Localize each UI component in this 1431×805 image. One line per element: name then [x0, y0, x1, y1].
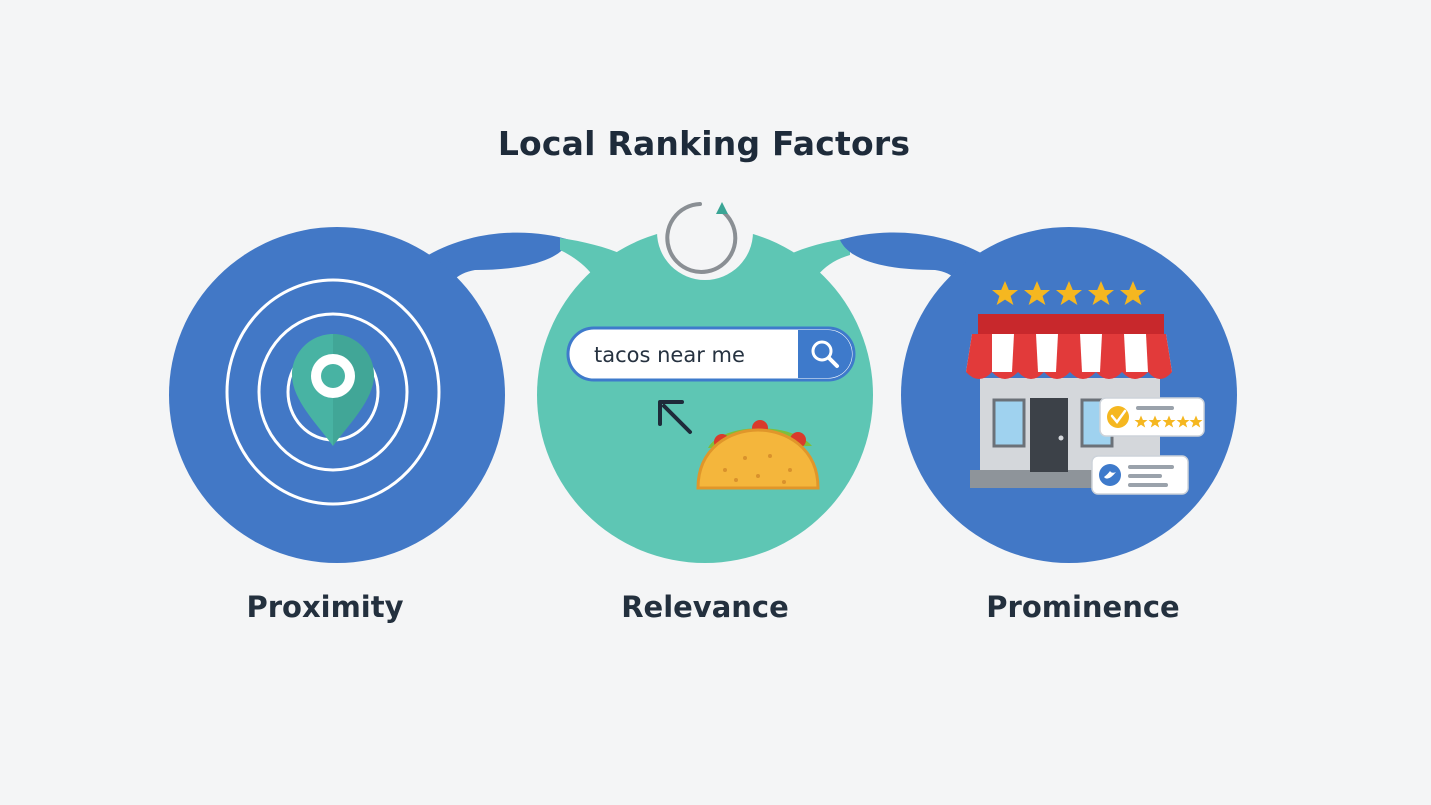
rating-stars — [992, 281, 1146, 305]
review-card — [1099, 397, 1205, 437]
taco-icon — [696, 420, 820, 490]
factor-label-proximity: Proximity — [246, 590, 404, 624]
search-bar: tacos near me — [566, 326, 856, 382]
diagram-title: Local Ranking Factors — [497, 124, 911, 163]
star-icon — [992, 281, 1018, 305]
storefront-icon — [966, 314, 1172, 488]
star-icon — [1120, 281, 1146, 305]
location-pin-icon — [292, 334, 374, 446]
factor-label-relevance: Relevance — [621, 590, 789, 624]
star-icon — [1024, 281, 1050, 305]
refresh-icon — [657, 184, 753, 280]
cursor-arrow-icon — [658, 400, 692, 434]
magnifier-icon — [811, 340, 839, 368]
star-icon — [1088, 281, 1114, 305]
social-card — [1091, 455, 1189, 495]
factor-label-prominence: Prominence — [986, 590, 1180, 624]
star-icon — [1056, 281, 1082, 305]
search-query-text: tacos near me — [594, 343, 745, 367]
